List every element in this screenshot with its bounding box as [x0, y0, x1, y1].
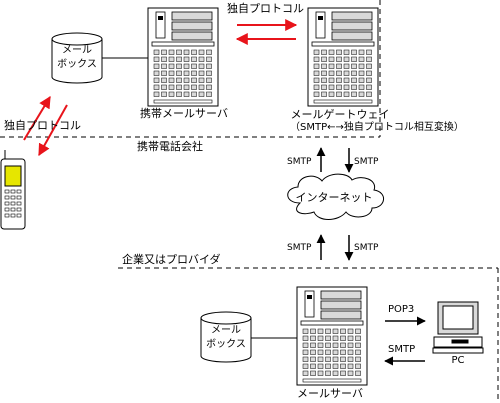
- mailbox-top-label-line1: メール: [62, 45, 92, 56]
- mailbox-top: [51, 32, 103, 84]
- pop3-label: POP3: [388, 304, 415, 315]
- internet-cloud: [287, 173, 384, 220]
- internet-label: インターネット: [295, 191, 373, 204]
- smtp-label-1: SMTP: [287, 157, 312, 167]
- mobile-mail-server-icon: [147, 7, 219, 107]
- smtp-label-3: SMTP: [287, 243, 312, 253]
- company-boundary: [118, 267, 499, 403]
- company-or-provider-label: 企業又はプロバイダ: [122, 253, 221, 266]
- mail-gateway-server-icon: [307, 7, 379, 107]
- mobile-phone-icon: [0, 150, 26, 230]
- proprietary-protocol-left-label: 独自プロトコル: [4, 119, 81, 132]
- protocol-arrow-to-phone: [38, 104, 68, 157]
- mailbox-top-label-line2: ボックス: [57, 59, 97, 70]
- mailbox-bottom: [200, 311, 252, 363]
- smtp-label-2: SMTP: [354, 157, 379, 167]
- mailbox-bottom-label-line1: メール: [211, 325, 241, 336]
- gateway-conversion-label: （SMTP←→独自プロトコル相互変換）: [290, 122, 464, 133]
- protocol-arrow-to-server: [23, 95, 51, 141]
- mailbox-bottom-label-line2: ボックス: [206, 339, 246, 350]
- carrier-label: 携帯電話会社: [137, 140, 203, 153]
- carrier-boundary: [0, 0, 381, 138]
- smtp-label-4: SMTP: [354, 243, 379, 253]
- mail-server-label: メールサーバ: [297, 387, 363, 400]
- pc-label: PC: [451, 355, 465, 366]
- mail-server-icon: [296, 286, 368, 386]
- mobile-mail-server-label: 携帯メールサーバ: [140, 107, 228, 120]
- proprietary-protocol-top-label: 独自プロトコル: [227, 2, 304, 15]
- pc-icon: [432, 301, 484, 354]
- smtp-label-5: SMTP: [388, 344, 416, 355]
- mail-gateway-label: メールゲートウェイ: [290, 108, 390, 121]
